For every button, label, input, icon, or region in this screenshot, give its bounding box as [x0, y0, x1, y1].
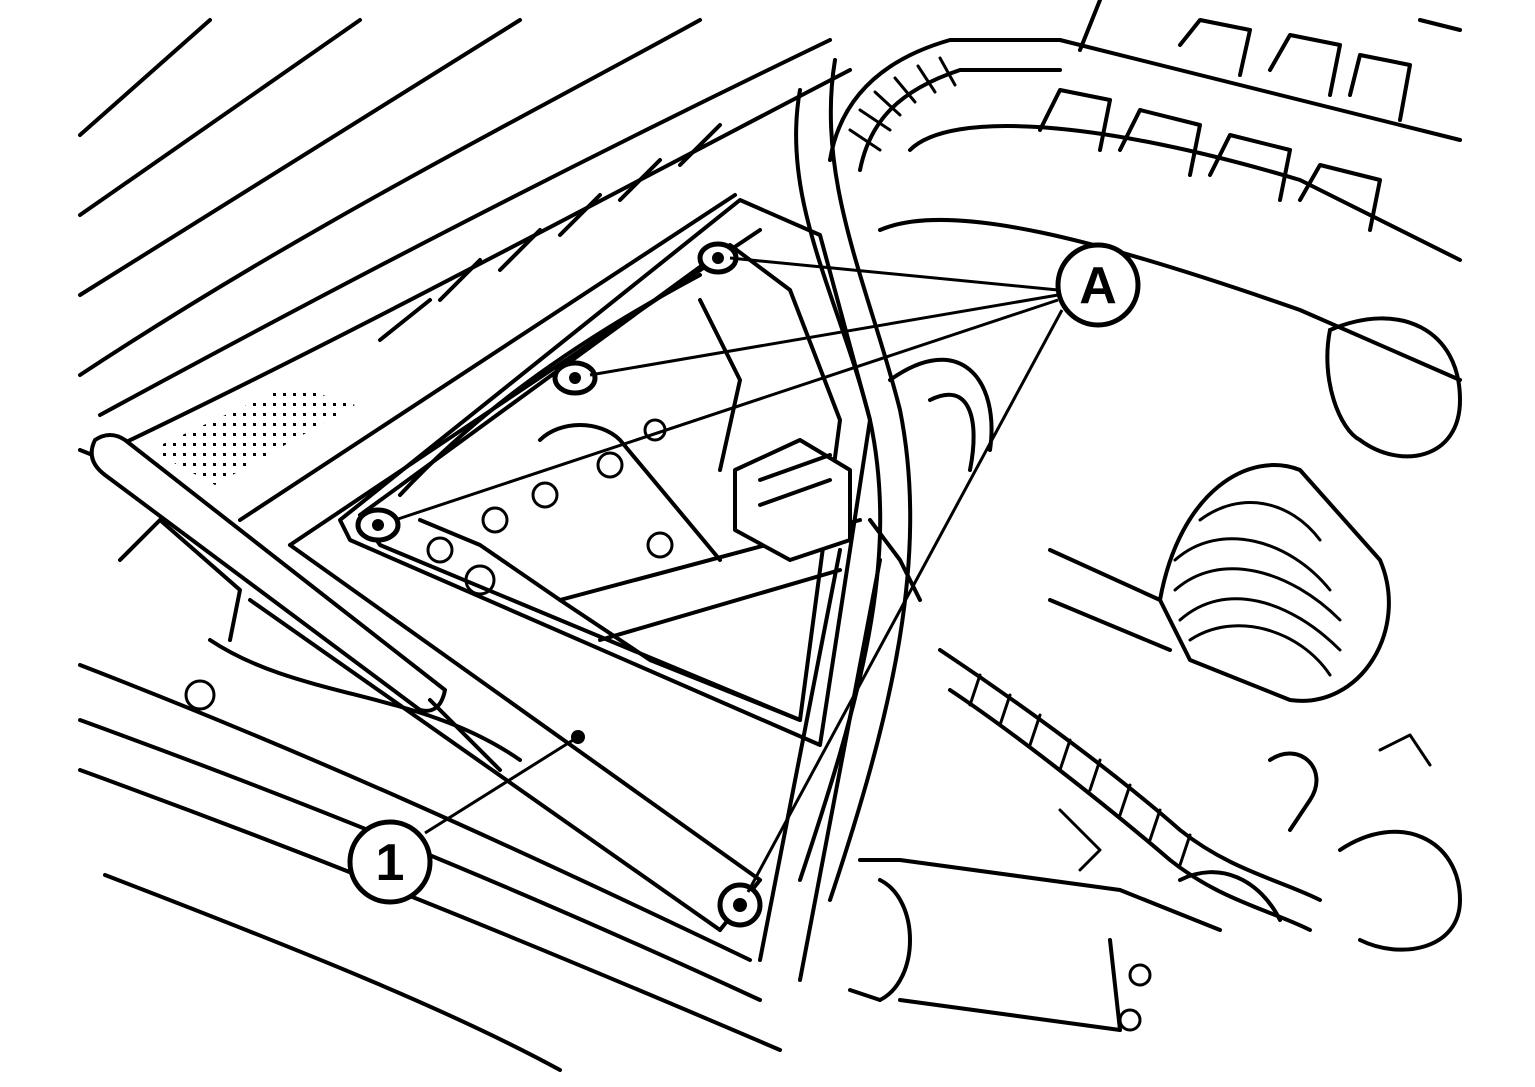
strut-rod: [89, 433, 502, 772]
wiring-harness-top: [828, 38, 1062, 172]
mounting-bolts: [355, 241, 763, 928]
callout-a-leaders: [394, 256, 1064, 893]
dotted-label-patch: [150, 385, 355, 485]
callout-1-leader: [424, 730, 585, 835]
wiring-harness-lower: [938, 648, 1322, 932]
callout-a-label: A: [1079, 257, 1117, 315]
fender-contour-lines: [78, 18, 852, 447]
callout-1-label: 1: [376, 834, 405, 892]
rubber-boot: [1048, 463, 1391, 703]
callout-a: A: [1055, 242, 1141, 328]
callout-1: 1: [347, 819, 433, 905]
engine-cover: [878, 0, 1462, 382]
fastener-heads: [426, 418, 674, 596]
hoses-center: [758, 58, 994, 982]
round-housing: [1325, 316, 1462, 459]
connector-block: [733, 438, 852, 562]
lower-bracket: [848, 733, 1462, 1032]
